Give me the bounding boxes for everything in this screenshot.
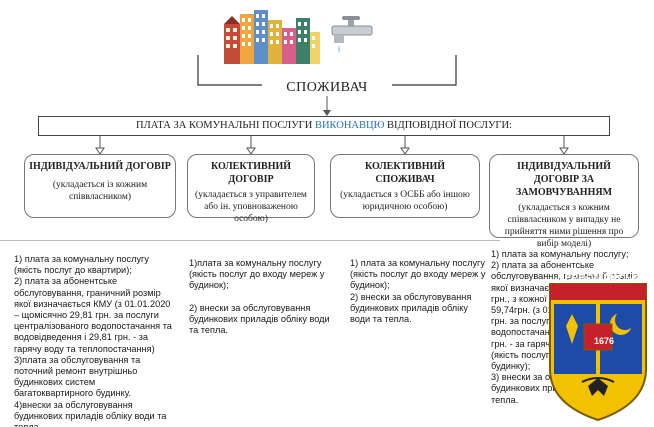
city-emblem [549, 283, 647, 422]
consumer-label: СПОЖИВАЧ [262, 80, 392, 96]
contract-title: ІНДИВІДУАЛЬНИЙ ДОГОВІР ЗА ЗАМОВЧУВАННЯМ [515, 161, 613, 198]
arrow-to-individual [95, 136, 105, 155]
contract-box-individual: ІНДИВІДУАЛЬНИЙ ДОГОВІР (укладається із к… [24, 154, 176, 218]
houses-and-tap-illustration [224, 10, 373, 64]
payment-list-default: 1) плата за комунальну послугу; 2) плата… [491, 249, 638, 405]
contract-box-default: ІНДИВІДУАЛЬНИЙ ДОГОВІР ЗА ЗАМОВЧУВАННЯМ … [489, 154, 639, 249]
payment-heading-bar: ПЛАТА ЗА КОМУНАЛЬНІ ПОСЛУГИ ВИКОНАВЦЮ ВІ… [38, 116, 610, 136]
contract-title: КОЛЕКТИВНИЙ СПОЖИВАЧ [364, 161, 446, 185]
contract-description: (укладається із кожним співвласником) [52, 180, 148, 202]
contract-description: (укладається з кожним співвласником у ви… [504, 203, 624, 249]
payment-list-collective: 1)плата за комунальну послугу (якість по… [189, 258, 330, 336]
payment-list-individual: 1) плата за комунальну послугу (якість п… [14, 254, 172, 427]
payment-list-collective-consumer: 1) плата за комунальну послугу (якість п… [350, 258, 486, 325]
contract-box-collective-consumer: КОЛЕКТИВНИЙ СПОЖИВАЧ (укладається з ОСББ… [330, 154, 480, 218]
water-tap-icon [331, 16, 373, 53]
contract-description: (укладається з ОСББ або іншою юридичною … [340, 190, 470, 212]
section-divider [0, 240, 500, 241]
contract-title: ІНДИВІДУАЛЬНИЙ ДОГОВІР [29, 161, 171, 172]
contract-box-collective: КОЛЕКТИВНИЙ ДОГОВІР (укладається з управ… [187, 154, 315, 224]
arrow-to-collective [246, 136, 256, 155]
emblem-label: ПЕРВОМАЙСЬК [557, 273, 639, 284]
arrow-to-payment-bar [323, 96, 331, 116]
payment-text-before: ПЛАТА ЗА КОМУНАЛЬНІ ПОСЛУГИ [136, 120, 315, 131]
houses-icon [224, 10, 320, 64]
emblem-year: 1676 [593, 336, 615, 346]
payment-text-accent: ВИКОНАВЦЮ [314, 120, 385, 131]
payment-text-after: ВІДПОВІДНОЇ ПОСЛУГИ: [384, 120, 512, 131]
contract-description: (укладається з управителем або ін. уповн… [195, 190, 307, 224]
arrow-to-default [559, 136, 569, 155]
contract-title: КОЛЕКТИВНИЙ ДОГОВІР [210, 161, 292, 185]
arrow-to-collective-consumer [400, 136, 410, 155]
